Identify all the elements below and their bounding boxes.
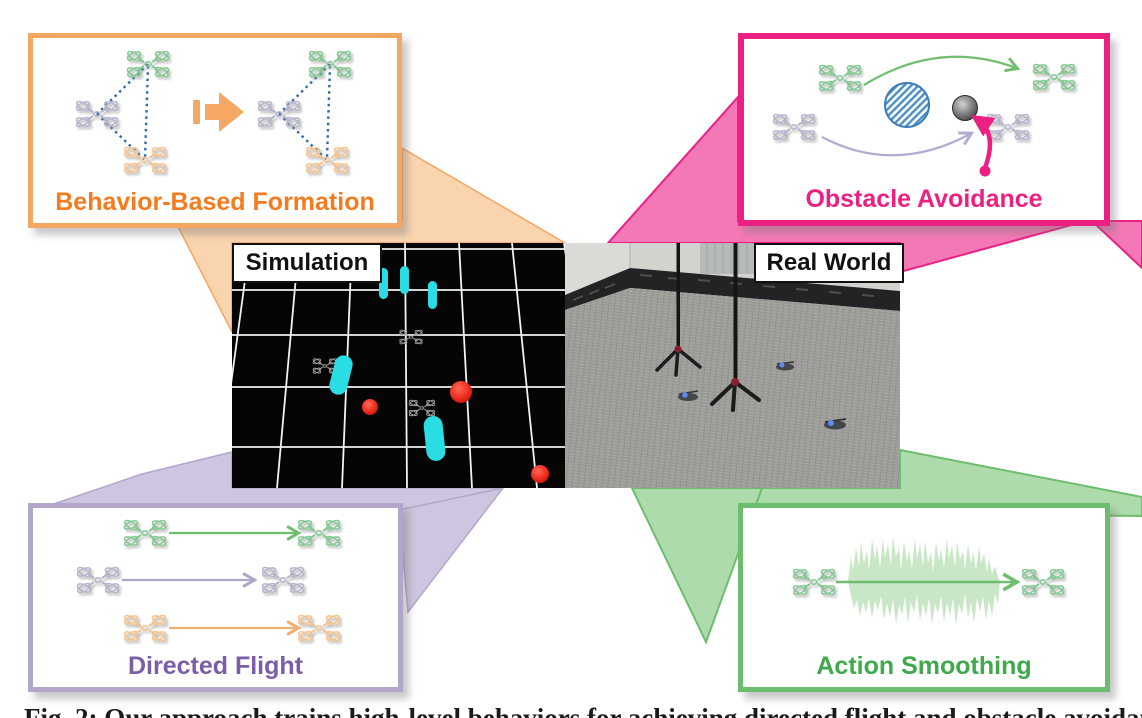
drone-icon bbox=[817, 62, 863, 94]
obstacle-avoidance-label: Obstacle Avoidance bbox=[805, 185, 1043, 213]
panel-behavior-based-formation: Behavior-Based Formation bbox=[28, 33, 402, 228]
drone-icon bbox=[122, 612, 168, 644]
drone-icon bbox=[75, 564, 121, 596]
action-smoothing-illustration bbox=[791, 536, 1066, 625]
drone-icon bbox=[985, 111, 1031, 143]
tripod-1 bbox=[655, 243, 702, 377]
formation-links bbox=[96, 63, 332, 161]
real-world-photo bbox=[565, 243, 900, 488]
obstacle-illustration bbox=[771, 55, 1077, 177]
formation-block-arrow-icon bbox=[193, 92, 244, 132]
directed-flight-illustration bbox=[75, 517, 342, 644]
drone-icon bbox=[1031, 61, 1077, 93]
drone-icon bbox=[296, 612, 342, 644]
formation-illustration bbox=[74, 48, 353, 176]
action-smoothing-label: Action Smoothing bbox=[816, 652, 1032, 680]
drone-icon bbox=[122, 517, 168, 549]
panel-action-smoothing: Action Smoothing bbox=[738, 503, 1110, 692]
curtain bbox=[700, 243, 757, 274]
drone-icon bbox=[260, 564, 306, 596]
real-drone-3 bbox=[824, 418, 847, 430]
purple-avoid-path-arrow bbox=[821, 131, 975, 157]
truss-right bbox=[630, 268, 900, 311]
drone-icon bbox=[771, 111, 817, 143]
panel-obstacle-avoidance: Obstacle Avoidance bbox=[738, 33, 1110, 226]
green-avoid-path-arrow bbox=[863, 55, 1021, 86]
simulation-screenshot bbox=[232, 243, 565, 488]
truss-left bbox=[565, 268, 630, 310]
smoothing-connector-sliver bbox=[630, 487, 764, 645]
pink-pointer-arrow bbox=[970, 114, 996, 177]
target-sphere-icon bbox=[952, 95, 978, 121]
formation-label: Behavior-Based Formation bbox=[55, 188, 375, 216]
tripod-2 bbox=[710, 243, 761, 412]
panel-directed-flight: Directed Flight bbox=[28, 503, 403, 692]
drone-icon bbox=[1020, 566, 1066, 598]
wall-left bbox=[565, 243, 630, 295]
obstacle-connector-wing bbox=[1089, 220, 1142, 270]
drone-icon bbox=[791, 566, 837, 598]
sim-grid bbox=[232, 243, 565, 488]
directed-flight-label: Directed Flight bbox=[127, 652, 303, 680]
sim-cyan-obstacles bbox=[329, 266, 446, 461]
real-drone-1 bbox=[776, 361, 795, 371]
real-world-label: Real World bbox=[754, 243, 904, 283]
figure-caption: Fig. 2: Our approach trains high-level b… bbox=[24, 703, 1142, 718]
drone-icon bbox=[296, 517, 342, 549]
action-waveform-icon bbox=[848, 536, 1000, 625]
hatched-obstacle-icon bbox=[884, 82, 930, 128]
sim-red-targets bbox=[362, 381, 549, 483]
carpet-floor bbox=[565, 288, 900, 488]
directed-connector-sliver bbox=[398, 486, 505, 614]
real-drone-2 bbox=[678, 390, 699, 401]
simulation-label: Simulation bbox=[232, 243, 382, 283]
